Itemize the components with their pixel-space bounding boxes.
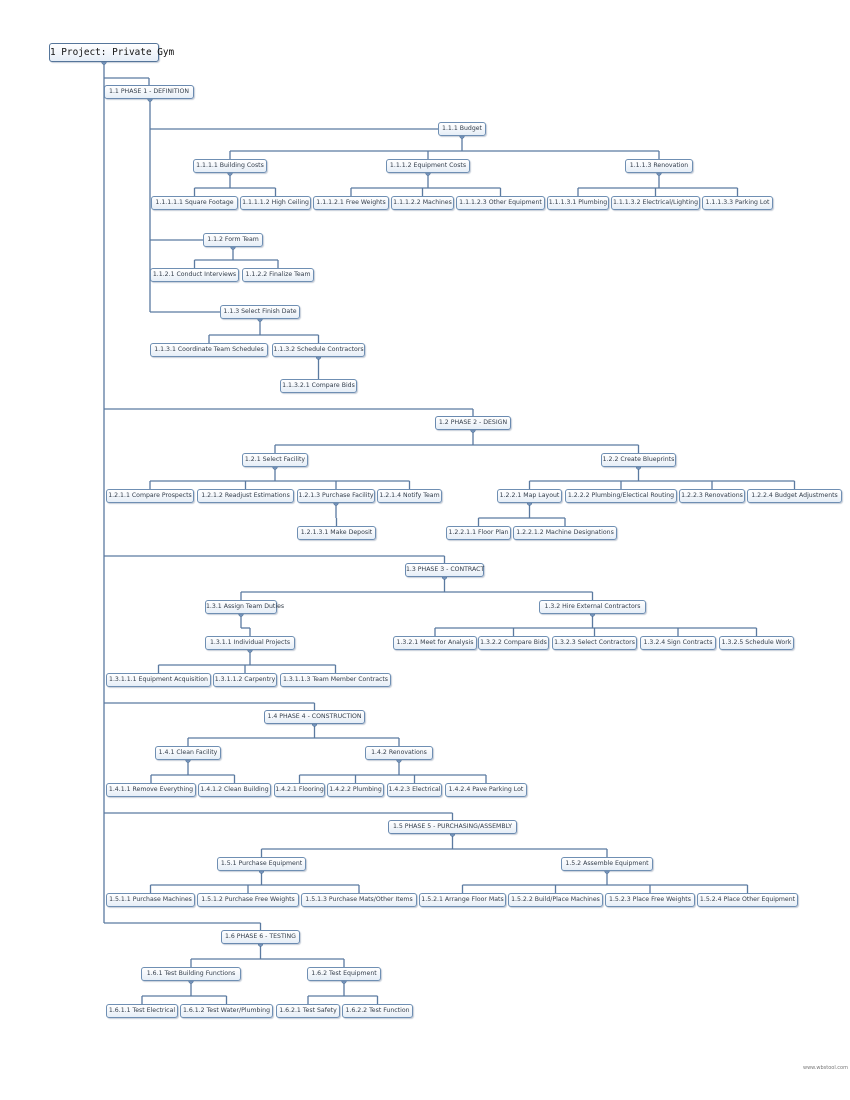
- wbs-node-1-4-1-1[interactable]: 1.4.1.1 Remove Everything: [106, 783, 196, 797]
- wbs-node-1-3-2-2[interactable]: 1.3.2.2 Compare Bids: [478, 636, 549, 650]
- wbs-node-1-6-1[interactable]: 1.6.1 Test Building Functions: [141, 967, 241, 981]
- wbs-node-1-1-1-3-2[interactable]: 1.1.1.3.2 Electrical/Lighting: [611, 196, 700, 210]
- wbs-node-1-2-1-4[interactable]: 1.2.1.4 Notify Team: [377, 489, 442, 503]
- wbs-node-1-6[interactable]: 1.6 PHASE 6 - TESTING: [221, 930, 300, 944]
- wbs-node-1-4-1-2[interactable]: 1.4.1.2 Clean Building: [198, 783, 271, 797]
- wbs-node-1-1-1-2-1[interactable]: 1.1.1.2.1 Free Weights: [313, 196, 389, 210]
- wbs-node-1-4[interactable]: 1.4 PHASE 4 - CONSTRUCTION: [264, 710, 365, 724]
- wbs-node-1-1-2-2[interactable]: 1.1.2.2 Finalize Team: [242, 268, 314, 282]
- wbs-node-1-6-2-1[interactable]: 1.6.2.1 Test Safety: [276, 1004, 340, 1018]
- wbs-node-1-2-2-2[interactable]: 1.2.2.2 Plumbing/Electical Routing: [565, 489, 677, 503]
- wbs-node-1-2-2-1-2[interactable]: 1.2.2.1.2 Machine Designations: [513, 526, 617, 540]
- wbs-node-1-3-1-1-2[interactable]: 1.3.1.1.2 Carpentry: [213, 673, 277, 687]
- wbs-node-1-1-3-2[interactable]: 1.1.3.2 Schedule Contractors: [272, 343, 365, 357]
- wbs-node-1-5-2[interactable]: 1.5.2 Assemble Equipment: [561, 857, 653, 871]
- wbs-node-1-2-1-3[interactable]: 1.2.1.3 Purchase Facility: [297, 489, 375, 503]
- wbs-node-1-1-1-2-3[interactable]: 1.1.1.2.3 Other Equipment: [456, 196, 545, 210]
- wbs-node-1-2-2-4[interactable]: 1.2.2.4 Budget Adjustments: [747, 489, 842, 503]
- wbs-node-1-2-2-1[interactable]: 1.2.2.1 Map Layout: [497, 489, 562, 503]
- wbs-node-1-5-2-4[interactable]: 1.5.2.4 Place Other Equipment: [697, 893, 798, 907]
- wbs-node-1-3-2-3[interactable]: 1.3.2.3 Select Contractors: [552, 636, 637, 650]
- wbs-node-1-1-1-1-2[interactable]: 1.1.1.1.2 High Ceiling: [240, 196, 311, 210]
- wbs-node-1-6-1-2[interactable]: 1.6.1.2 Test Water/Plumbing: [180, 1004, 273, 1018]
- wbs-node-1-5-2-3[interactable]: 1.5.2.3 Place Free Weights: [605, 893, 695, 907]
- wbs-node-1-1-2-1[interactable]: 1.1.2.1 Conduct Interviews: [150, 268, 239, 282]
- wbs-node-1-4-2-4[interactable]: 1.4.2.4 Pave Parking Lot: [445, 783, 527, 797]
- footer-watermark: www.wbstool.com: [802, 1065, 848, 1071]
- wbs-node-1-1-1-3[interactable]: 1.1.1.3 Renovation: [625, 159, 693, 173]
- wbs-node-1-5-1-1[interactable]: 1.5.1.1 Purchase Machines: [106, 893, 195, 907]
- wbs-node-1-6-1-1[interactable]: 1.6.1.1 Test Electrical: [106, 1004, 178, 1018]
- wbs-node-1-3-1-1[interactable]: 1.3.1.1 Individual Projects: [205, 636, 295, 650]
- wbs-node-1-5[interactable]: 1.5 PHASE 5 - PURCHASING/ASSEMBLY: [388, 820, 517, 834]
- wbs-node-1-1-2[interactable]: 1.1.2 Form Team: [203, 233, 263, 247]
- wbs-node-1-1-1-3-1[interactable]: 1.1.1.3.1 Plumbing: [547, 196, 609, 210]
- wbs-node-1-2-1-1[interactable]: 1.2.1.1 Compare Prospects: [106, 489, 194, 503]
- wbs-node-1-3[interactable]: 1.3 PHASE 3 - CONTRACT: [405, 563, 484, 577]
- wbs-node-1-1-3[interactable]: 1.1.3 Select Finish Date: [220, 305, 300, 319]
- wbs-node-1-3-2-1[interactable]: 1.3.2.1 Meet for Analysis: [393, 636, 477, 650]
- wbs-node-1-3-1-1-1[interactable]: 1.3.1.1.1 Equipment Acquisition: [106, 673, 211, 687]
- wbs-node-1-2-2-3[interactable]: 1.2.2.3 Renovations: [679, 489, 745, 503]
- wbs-node-1-1-1-1-1[interactable]: 1.1.1.1.1 Square Footage: [151, 196, 238, 210]
- wbs-node-1-1-1-2-2[interactable]: 1.1.1.2.2 Machines: [391, 196, 454, 210]
- wbs-node-1-2-1[interactable]: 1.2.1 Select Facility: [242, 453, 308, 467]
- wbs-node-1-5-2-1[interactable]: 1.5.2.1 Arrange Floor Mats: [419, 893, 506, 907]
- wbs-node-1-3-2[interactable]: 1.3.2 Hire External Contractors: [539, 600, 646, 614]
- wbs-node-1-2-2-1-1[interactable]: 1.2.2.1.1 Floor Plan: [446, 526, 511, 540]
- wbs-node-1-4-2-3[interactable]: 1.4.2.3 Electrical: [387, 783, 442, 797]
- wbs-node-1-2-2[interactable]: 1.2.2 Create Blueprints: [601, 453, 676, 467]
- wbs-node-1-6-2-2[interactable]: 1.6.2.2 Test Function: [342, 1004, 413, 1018]
- wbs-node-1-5-1-2[interactable]: 1.5.1.2 Purchase Free Weights: [197, 893, 299, 907]
- wbs-node-1-5-1[interactable]: 1.5.1 Purchase Equipment: [217, 857, 306, 871]
- wbs-node-1-2-1-3-1[interactable]: 1.2.1.3.1 Make Deposit: [297, 526, 376, 540]
- wbs-node-1-3-1[interactable]: 1.3.1 Assign Team Duties: [205, 600, 284, 614]
- root-node[interactable]: 1 Project: Private Gym: [49, 43, 174, 62]
- wbs-node-1-1-3-2-1[interactable]: 1.1.3.2.1 Compare Bids: [280, 379, 357, 393]
- wbs-node-1-1-3-1[interactable]: 1.1.3.1 Coordinate Team Schedules: [150, 343, 268, 357]
- wbs-node-1-2-1-2[interactable]: 1.2.1.2 Readjust Estimations: [197, 489, 294, 503]
- wbs-node-1-3-2-4[interactable]: 1.3.2.4 Sign Contracts: [640, 636, 716, 650]
- wbs-node-1-3-2-5[interactable]: 1.3.2.5 Schedule Work: [719, 636, 794, 650]
- wbs-node-1-3-1-1-3[interactable]: 1.3.1.1.3 Team Member Contracts: [280, 673, 391, 687]
- wbs-node-1-5-1-3[interactable]: 1.5.1.3 Purchase Mats/Other Items: [301, 893, 417, 907]
- wbs-node-1-6-2[interactable]: 1.6.2 Test Equipment: [307, 967, 381, 981]
- wbs-node-1-4-2-2[interactable]: 1.4.2.2 Plumbing: [327, 783, 384, 797]
- wbs-node-1-1-1[interactable]: 1.1.1 Budget: [438, 122, 486, 136]
- wbs-node-1-5-2-2[interactable]: 1.5.2.2 Build/Place Machines: [508, 893, 603, 907]
- wbs-node-1-1[interactable]: 1.1 PHASE 1 - DEFINITION: [104, 85, 194, 99]
- wbs-node-1-1-1-3-3[interactable]: 1.1.1.3.3 Parking Lot: [702, 196, 773, 210]
- wbs-node-1-4-2[interactable]: 1.4.2 Renovations: [365, 746, 433, 760]
- wbs-node-1-4-2-1[interactable]: 1.4.2.1 Flooring: [274, 783, 325, 797]
- wbs-node-1-2[interactable]: 1.2 PHASE 2 - DESIGN: [435, 416, 511, 430]
- wbs-node-1-1-1-2[interactable]: 1.1.1.2 Equipment Costs: [386, 159, 470, 173]
- wbs-node-1-4-1[interactable]: 1.4.1 Clean Facility: [155, 746, 221, 760]
- wbs-node-1-1-1-1[interactable]: 1.1.1.1 Building Costs: [193, 159, 267, 173]
